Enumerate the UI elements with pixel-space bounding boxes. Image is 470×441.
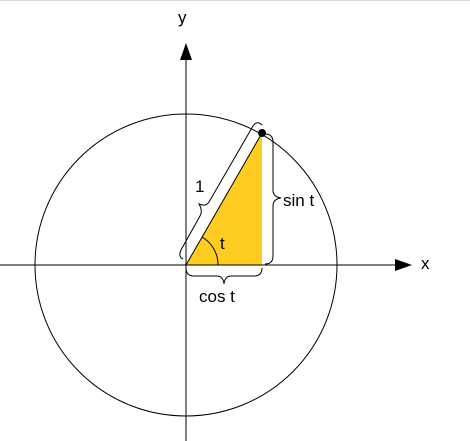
x-axis-label: x: [421, 254, 430, 273]
angle-arc: [201, 236, 219, 266]
angle-label: t: [220, 234, 225, 253]
adjacent-label: cos t: [199, 287, 235, 306]
hypotenuse-brace: [179, 122, 263, 260]
radius-line: [185, 132, 263, 266]
unit-point: [258, 129, 266, 137]
y-axis-label: y: [178, 8, 187, 27]
top-border: [0, 0, 470, 1]
y-axis-arrowhead: [180, 43, 192, 60]
x-axis-arrowhead: [395, 259, 412, 271]
sine-brace: [264, 133, 282, 265]
cosine-brace: [185, 267, 263, 285]
opposite-label: sin t: [283, 191, 314, 210]
hypotenuse-label: 1: [195, 177, 204, 196]
